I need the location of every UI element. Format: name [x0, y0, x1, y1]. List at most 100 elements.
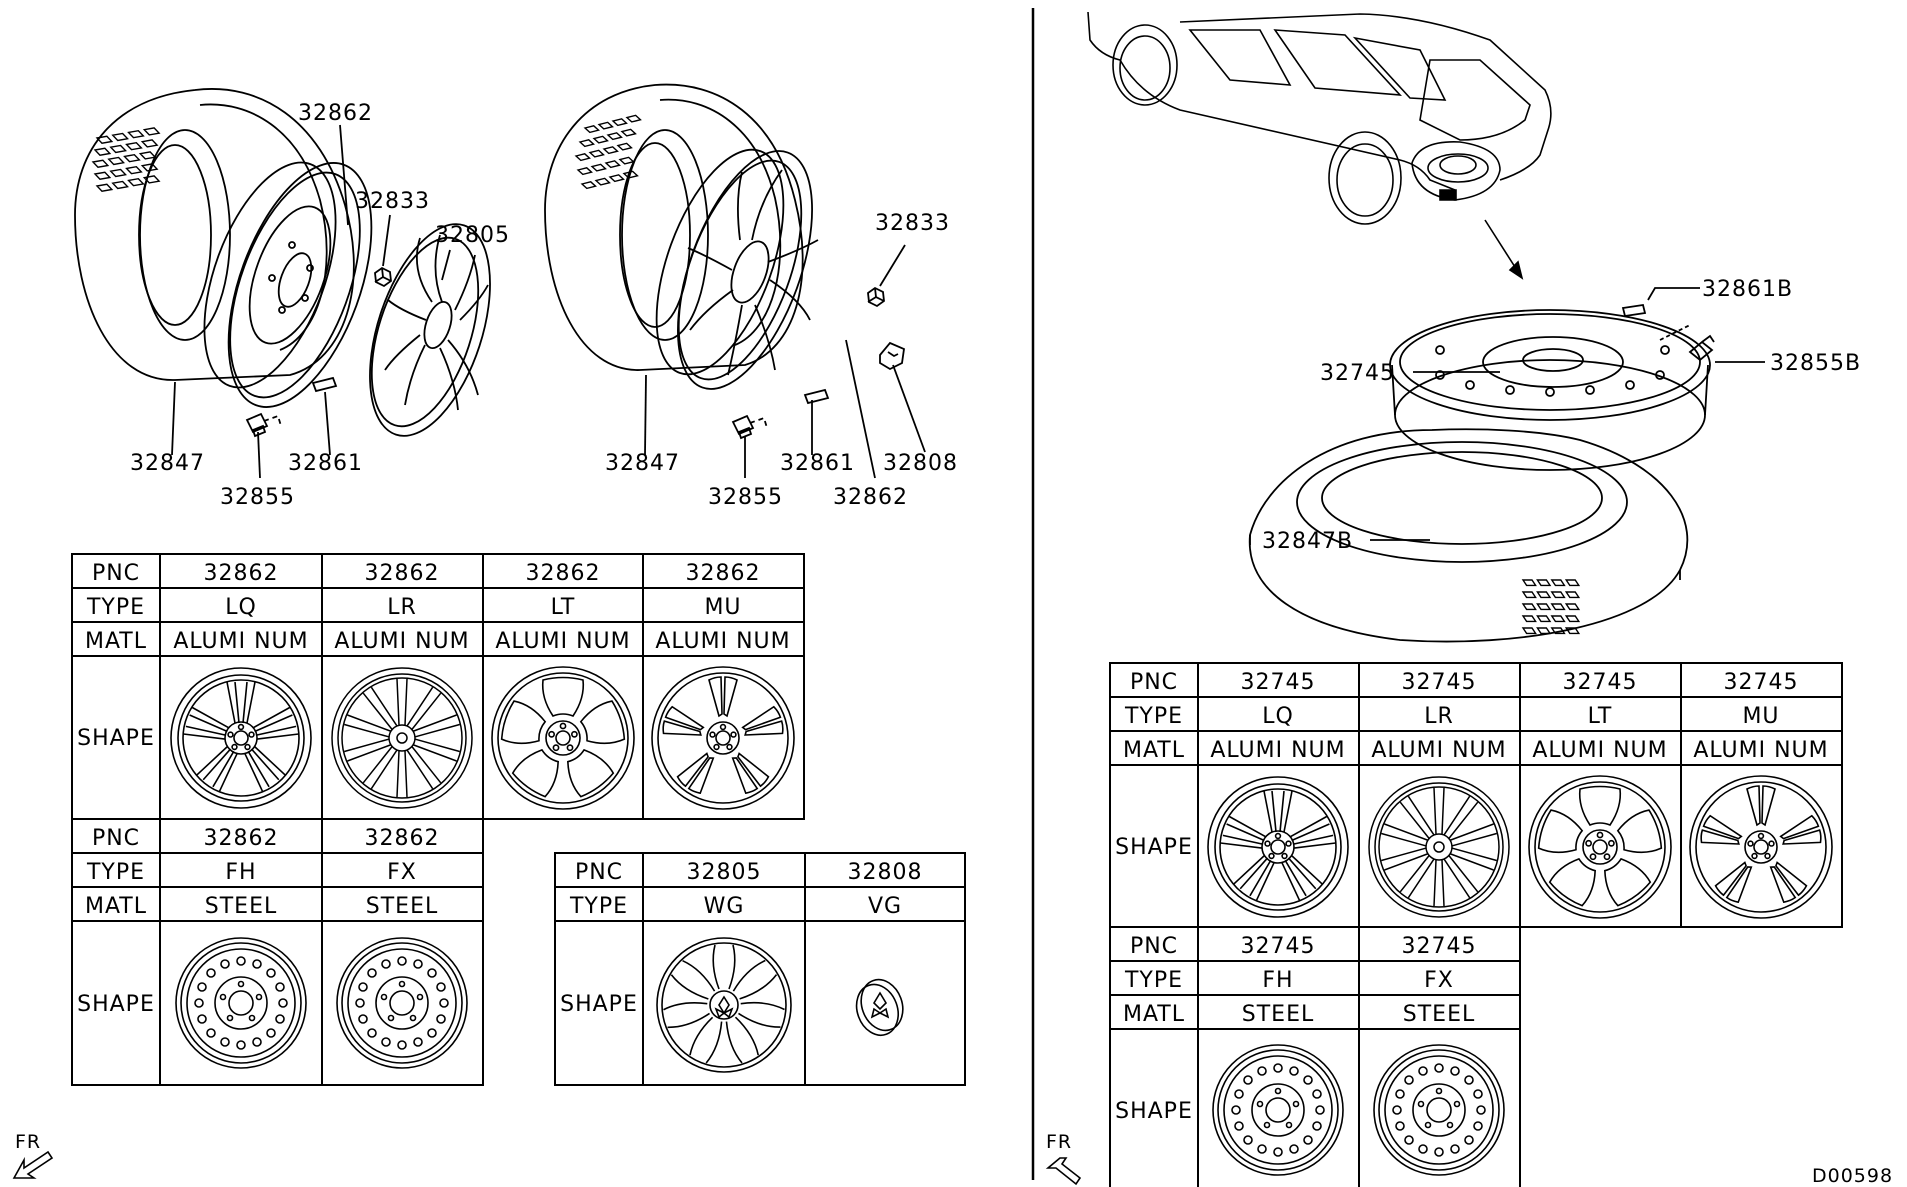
- cell-type: LQ: [225, 595, 257, 620]
- cell-type: FX: [1424, 968, 1454, 993]
- callout-32745-rim: 32745: [1320, 361, 1395, 386]
- wheel-shape-lq: [171, 668, 311, 808]
- table-cover-cap: PNC TYPE SHAPE 32805 WG 32808 VG: [555, 853, 965, 1085]
- row-label-type: TYPE: [1124, 704, 1183, 729]
- wheel-shape-fh: [175, 937, 307, 1069]
- callout-32861-weight: 32861: [288, 451, 363, 476]
- cell-type: WG: [704, 894, 745, 919]
- callout-32847-tire: 32847: [130, 451, 205, 476]
- callout-32805-wheel-cover: 32805: [435, 223, 510, 248]
- cell-matl: ALUMI NUM: [1693, 738, 1828, 763]
- cell-pnc: 32745: [1724, 670, 1799, 695]
- cell-type: LR: [387, 595, 417, 620]
- callout-32862-steel-rim: 32862: [298, 101, 373, 126]
- cell-type: FX: [387, 860, 417, 885]
- row-label-shape: SHAPE: [560, 992, 638, 1017]
- figure-code: D00598: [1812, 1165, 1893, 1187]
- row-label-pnc: PNC: [92, 561, 140, 586]
- row-label-shape: SHAPE: [1115, 1099, 1193, 1124]
- cell-pnc: 32805: [687, 860, 762, 885]
- table-alloy-right: PNC TYPE MATL SHAPE 32745 LQ ALUMI NUM 3…: [1110, 663, 1842, 927]
- cell-pnc: 32862: [204, 561, 279, 586]
- cell-type: VG: [868, 894, 902, 919]
- center-cap-shape: [848, 972, 911, 1042]
- row-label-matl: MATL: [1123, 1002, 1185, 1027]
- wheel-shape-fx: [1373, 1044, 1505, 1176]
- table-steel-left: PNC TYPE MATL SHAPE 32862 FH STEEL 32862…: [72, 819, 483, 1085]
- wheel-shape-mu: [652, 667, 794, 809]
- cell-pnc: 32745: [1241, 934, 1316, 959]
- cell-matl: ALUMI NUM: [334, 629, 469, 654]
- cell-pnc: 32862: [204, 826, 279, 851]
- cell-matl: ALUMI NUM: [655, 629, 790, 654]
- cell-matl: ALUMI NUM: [1532, 738, 1667, 763]
- row-label-shape: SHAPE: [77, 726, 155, 751]
- cell-pnc: 32862: [526, 561, 601, 586]
- callout-32855b-valve: 32855B: [1770, 351, 1861, 376]
- row-label-type: TYPE: [86, 595, 145, 620]
- callout-32833-nut: 32833: [875, 211, 950, 236]
- wheel-shape-lr: [332, 668, 472, 808]
- row-label-pnc: PNC: [92, 826, 140, 851]
- cell-pnc: 32745: [1402, 934, 1477, 959]
- cell-pnc: 32745: [1402, 670, 1477, 695]
- callout-32861b-weight: 32861B: [1702, 277, 1793, 302]
- cell-pnc: 32862: [365, 826, 440, 851]
- table-alloy-left: PNC TYPE MATL SHAPE 32862 LQ ALUMI NUM 3…: [72, 554, 804, 819]
- cell-type: MU: [704, 595, 741, 620]
- front-arrow-icon: [1048, 1158, 1080, 1184]
- cell-matl: ALUMI NUM: [1371, 738, 1506, 763]
- front-direction-indicator-right: FR: [1046, 1131, 1080, 1184]
- wheel-shape-lt: [1529, 776, 1671, 918]
- cell-type: FH: [225, 860, 256, 885]
- callout-32855-valve: 32855: [220, 485, 295, 510]
- wheel-shape-lt: [492, 667, 634, 809]
- vehicle-rear-sketch: [1088, 12, 1551, 278]
- callout-32847b-tire: 32847B: [1262, 529, 1353, 554]
- cell-pnc: 32745: [1563, 670, 1638, 695]
- cell-pnc: 32745: [1241, 670, 1316, 695]
- front-label: FR: [15, 1131, 41, 1153]
- cell-type: LR: [1424, 704, 1454, 729]
- row-label-matl: MATL: [85, 894, 147, 919]
- top-left-callouts: 32862 32833 32805 32847 32861 32855: [130, 101, 510, 510]
- row-label-shape: SHAPE: [77, 992, 155, 1017]
- front-arrow-icon: [14, 1152, 52, 1178]
- cell-pnc: 32862: [365, 561, 440, 586]
- row-label-shape: SHAPE: [1115, 835, 1193, 860]
- cell-matl: ALUMI NUM: [1210, 738, 1345, 763]
- alloy-wheel-assembly-drawing: [545, 85, 925, 478]
- wheel-cover-shape: [657, 938, 791, 1072]
- front-label: FR: [1046, 1131, 1072, 1153]
- wheel-shape-fh: [1212, 1044, 1344, 1176]
- cell-type: FH: [1262, 968, 1293, 993]
- cell-matl: ALUMI NUM: [173, 629, 308, 654]
- wheel-shape-fx: [336, 937, 468, 1069]
- cell-pnc: 32862: [686, 561, 761, 586]
- top-center-callouts: 32833 32847 32861 32808 32855 32862: [605, 211, 958, 510]
- wheel-shape-lq: [1208, 777, 1348, 917]
- cell-type: LQ: [1262, 704, 1294, 729]
- callout-32855-valve: 32855: [708, 485, 783, 510]
- wheel-shape-lr: [1369, 777, 1509, 917]
- row-label-matl: MATL: [1123, 738, 1185, 763]
- cell-pnc: 32808: [848, 860, 923, 885]
- callout-32847-tire: 32847: [605, 451, 680, 476]
- cell-type: LT: [551, 595, 576, 620]
- cell-matl: STEEL: [1242, 1002, 1314, 1027]
- row-label-type: TYPE: [569, 894, 628, 919]
- callout-32808-center-cap: 32808: [883, 451, 958, 476]
- callout-32862-alloy-rim: 32862: [833, 485, 908, 510]
- row-label-pnc: PNC: [575, 860, 623, 885]
- callout-32833-nut: 32833: [355, 189, 430, 214]
- cell-matl: ALUMI NUM: [495, 629, 630, 654]
- row-label-matl: MATL: [85, 629, 147, 654]
- cell-type: MU: [1742, 704, 1779, 729]
- row-label-pnc: PNC: [1130, 934, 1178, 959]
- wheel-shape-mu: [1690, 776, 1832, 918]
- cell-matl: STEEL: [205, 894, 277, 919]
- cell-type: LT: [1588, 704, 1613, 729]
- row-label-pnc: PNC: [1130, 670, 1178, 695]
- spare-callouts: 32861B 32745 32855B 32847B: [1262, 277, 1861, 554]
